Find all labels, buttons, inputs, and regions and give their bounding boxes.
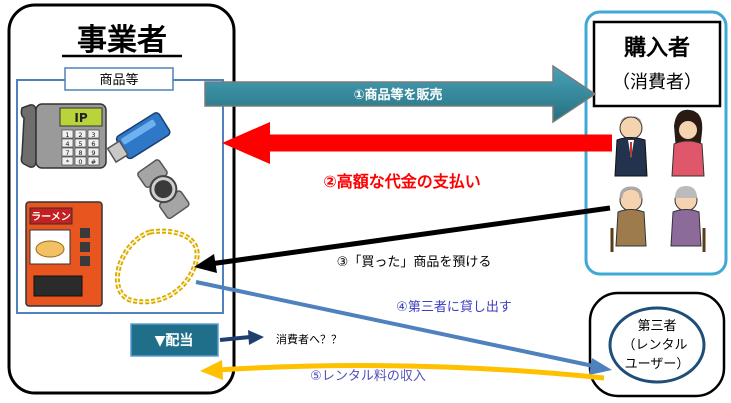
phone-key — [87, 156, 100, 166]
step3-arrow: ③「買った」商品を預ける — [194, 205, 611, 273]
vending-sign: ラーメン — [31, 211, 71, 223]
phone-key — [74, 129, 87, 139]
step4-arrow: ④第三者に貸し出す — [195, 280, 612, 375]
elderly-man-icon — [610, 186, 647, 252]
goods-label: 商品等 — [99, 72, 138, 88]
purchaser-subtitle: （消費者） — [612, 72, 702, 93]
phone-key-label: 5 — [78, 140, 82, 148]
step5-arrow: ⑤レンタル料の収入 — [200, 360, 605, 384]
phone-key — [61, 156, 74, 166]
phone-key-label: 8 — [78, 149, 82, 157]
phone-key-label: 9 — [91, 149, 95, 157]
dividend-box — [130, 323, 219, 357]
phone-key — [61, 138, 74, 148]
gold-necklace-icon — [114, 228, 200, 305]
step1-arrow: ①商品等を販売 — [204, 64, 597, 124]
phone-key — [74, 138, 87, 148]
dividend-label: ▼配当 — [155, 332, 194, 349]
usb-stick-icon — [106, 112, 171, 164]
phone-key — [87, 147, 100, 157]
phone-keypad: 1 2 3 4 5 6 7 8 9 * 0 # — [61, 129, 100, 166]
phone-key-label: * — [66, 158, 70, 166]
ip-phone-icon: IP 1 2 3 4 5 6 7 8 9 * 0 # — [20, 103, 107, 169]
third-party-line3: ユーザー） — [625, 357, 690, 372]
phone-key — [87, 129, 100, 139]
step1-label: ①商品等を販売 — [353, 87, 442, 103]
purchaser-title: 購入者 — [624, 36, 690, 61]
woman-icon — [671, 109, 705, 177]
phone-key-label: 0 — [78, 158, 82, 166]
step5-label: ⑤レンタル料の収入 — [310, 369, 426, 384]
step2-arrow: ②高額な代金の支払い — [222, 122, 612, 191]
phone-key — [61, 147, 74, 157]
phone-key-label: 4 — [65, 140, 69, 148]
business-box: 事業者 商品等 ▼配当 — [7, 3, 236, 395]
step4-label: ④第三者に貸し出す — [396, 299, 512, 315]
step2-label: ②高額な代金の支払い — [323, 172, 481, 191]
phone-key-label: 1 — [65, 131, 69, 139]
phone-key-label: 3 — [91, 131, 95, 139]
third-party-box: 第三者 （レンタル ユーザー） — [588, 291, 726, 398]
phone-key-label: 6 — [91, 140, 95, 148]
wristwatch-icon — [137, 159, 190, 220]
third-party-line2: （レンタル — [622, 338, 687, 353]
phone-key — [61, 129, 74, 139]
step3-label: ③「買った」商品を預ける — [337, 255, 492, 270]
vending-machine-icon: ラーメン — [25, 201, 103, 307]
phone-key-label: # — [91, 158, 96, 166]
phone-key — [74, 147, 87, 157]
third-party-line1: 第三者 — [637, 319, 676, 334]
elderly-woman-icon — [670, 186, 706, 252]
phone-key-label: 7 — [65, 149, 69, 157]
goods-label-box — [64, 67, 174, 91]
dividend-arrow: 消費者へ？？ — [219, 330, 342, 346]
dividend-target-label: 消費者へ？？ — [276, 332, 342, 346]
phone-key — [87, 138, 100, 148]
business-title: 事業者 — [77, 23, 167, 58]
phone-key — [74, 156, 87, 166]
phone-key-label: 2 — [78, 131, 82, 139]
ip-phone-screen: IP — [74, 111, 87, 125]
businessman-icon — [614, 116, 648, 177]
